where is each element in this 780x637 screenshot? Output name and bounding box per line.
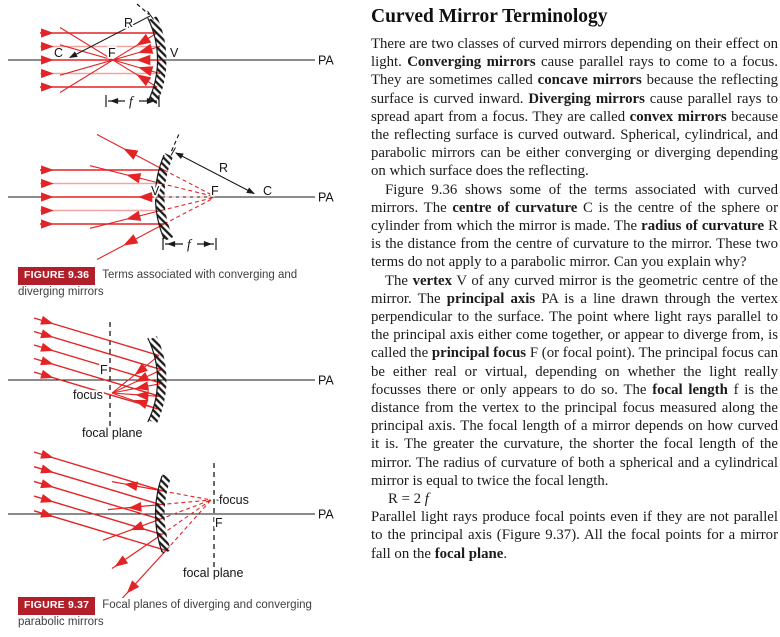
diagram-diverging-parabolic: focus F focal plane PA	[8, 450, 334, 598]
focus-point-label: F	[215, 516, 223, 530]
centre-label: C	[263, 184, 272, 198]
diagram-diverging-mirror: R V F C PA f	[8, 133, 334, 260]
focus-label: F	[211, 184, 219, 198]
diagram-converging-parabolic: F focus focal plane PA	[8, 315, 334, 440]
article-body: There are two classes of curved mirrors …	[371, 35, 778, 563]
focal-length-label: f	[129, 94, 135, 109]
paragraph: Figure 9.36 shows some of the terms asso…	[371, 181, 778, 271]
focus-point-label: F	[100, 363, 108, 377]
radius-arrow	[67, 15, 151, 61]
virtual-rays	[159, 490, 212, 551]
radius-label: R	[219, 161, 228, 175]
paragraph: The vertex V of any curved mirror is the…	[371, 272, 779, 489]
mirror	[154, 474, 172, 554]
virtual-rays	[160, 169, 214, 225]
figure-9-37-caption-text: Focal planes of diverging and converging…	[18, 599, 312, 628]
radius-arrow	[173, 149, 257, 197]
incoming-arrowheads	[40, 450, 55, 522]
principal-axis-label: PA	[318, 191, 334, 205]
focal-plane-label: focal plane	[82, 426, 143, 440]
paragraph: Parallel light rays produce focal points…	[371, 509, 778, 562]
radius-label: R	[124, 16, 133, 30]
vertex-label: V	[151, 184, 160, 198]
focal-plane-label: focal plane	[183, 566, 244, 580]
principal-axis-label: PA	[318, 54, 334, 68]
incoming-arrowheads	[40, 315, 55, 383]
focus-label: F	[108, 46, 116, 60]
figure-9-36-caption-text: Terms associated with converging and div…	[18, 269, 298, 298]
principal-axis-label: PA	[318, 508, 334, 522]
incoming-rays	[40, 28, 161, 92]
mirror	[154, 133, 180, 241]
equation: R = 2 f	[388, 491, 429, 508]
article: Curved Mirror Terminology There are two …	[371, 6, 778, 563]
principal-axis-label: PA	[318, 374, 334, 388]
figure-9-37-badge: FIGURE 9.37	[18, 597, 96, 615]
page-title: Curved Mirror Terminology	[371, 6, 608, 27]
mirror	[147, 336, 167, 424]
centre-label: C	[54, 46, 63, 60]
mirror	[136, 3, 167, 104]
focal-length-label: f	[187, 237, 193, 252]
vertex-label: V	[170, 46, 179, 60]
diagram-converging-mirror: R C F V PA f	[8, 3, 334, 109]
incoming-rays	[33, 451, 167, 552]
figure-9-36-badge: FIGURE 9.36	[18, 267, 96, 285]
paragraph: There are two classes of curved mirrors …	[371, 36, 779, 180]
focus-label: focus	[73, 388, 103, 402]
focus-label: focus	[219, 493, 249, 507]
